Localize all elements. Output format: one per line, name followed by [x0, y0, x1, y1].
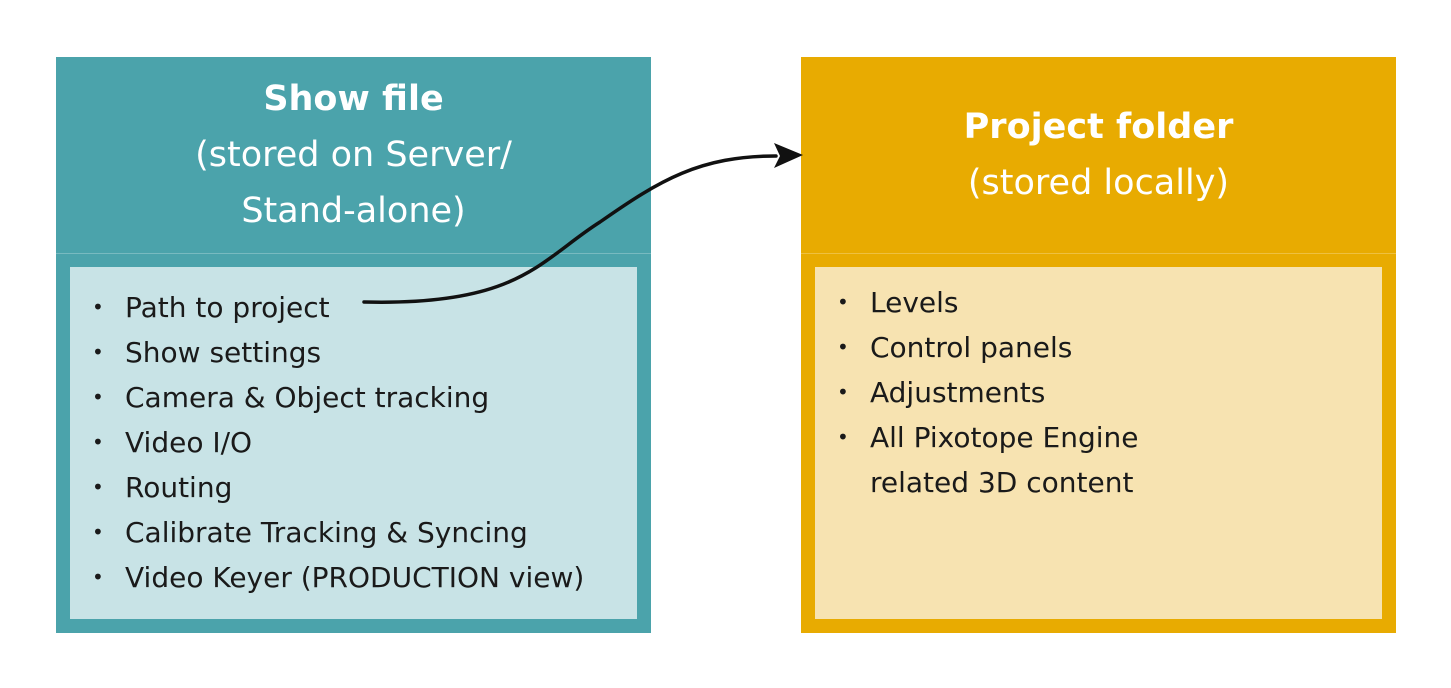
- show-file-item-show-settings: Show settings: [125, 336, 322, 369]
- show-file-item-video-keyer: Video Keyer (PRODUCTION view): [125, 561, 585, 594]
- show-file-title: Show file: [263, 79, 444, 119]
- bullet-icon: •: [837, 380, 849, 404]
- show-file-item: • Show settings: [70, 330, 637, 375]
- project-folder-item-levels: Levels: [870, 286, 959, 319]
- project-folder-divider: [801, 253, 1396, 254]
- show-file-item: • Routing: [70, 465, 637, 510]
- arrow-curve: [362, 154, 778, 304]
- show-file-item-calibrate: Calibrate Tracking & Syncing: [125, 516, 528, 549]
- project-folder-item: • Adjustments: [815, 370, 1382, 415]
- show-file-box: Show file (stored on Server/ Stand-alone…: [56, 57, 651, 633]
- project-folder-subtitle: (stored locally): [967, 163, 1230, 203]
- show-file-content-panel: • Path to project • Show settings • Camera …: [70, 267, 637, 619]
- show-file-item-tracking: Camera & Object tracking: [125, 381, 490, 414]
- show-file-item-video-io: Video I/O: [125, 426, 253, 459]
- project-folder-item-control-panels: Control panels: [870, 331, 1073, 364]
- show-file-item: • Calibrate Tracking & Syncing: [70, 510, 637, 555]
- project-folder-item: • All Pixotope Engine related 3D content: [815, 415, 1382, 505]
- project-folder-box: Project folder (stored locally) • Levels …: [801, 57, 1396, 633]
- show-file-item: • Video Keyer (PRODUCTION view): [70, 555, 637, 600]
- bullet-icon: •: [837, 290, 849, 314]
- show-file-item: • Video I/O: [70, 420, 637, 465]
- show-file-item-list: • Path to project • Show settings • Camera …: [70, 285, 637, 600]
- project-folder-item-adjustments: Adjustments: [870, 376, 1046, 409]
- project-folder-content-panel: • Levels • Control panels • Adjustments • Al…: [815, 267, 1382, 619]
- bullet-icon: •: [92, 295, 104, 319]
- bullet-icon: •: [92, 385, 104, 409]
- bullet-icon: •: [837, 335, 849, 359]
- bullet-icon: •: [92, 565, 104, 589]
- show-file-header: Show file (stored on Server/ Stand-alone…: [56, 57, 651, 253]
- show-file-item: • Path to project: [70, 285, 637, 330]
- project-folder-item: • Levels: [815, 280, 1382, 325]
- show-file-item-path-to-project: Path to project: [125, 291, 330, 324]
- bullet-icon: •: [92, 340, 104, 364]
- bullet-icon: •: [837, 425, 849, 449]
- show-file-item: • Camera & Object tracking: [70, 375, 637, 420]
- show-file-subtitle-line2: Stand-alone): [241, 191, 466, 231]
- project-folder-header: Project folder (stored locally): [801, 57, 1396, 253]
- project-folder-title: Project folder: [963, 107, 1234, 147]
- project-folder-item: • Control panels: [815, 325, 1382, 370]
- project-folder-item-3d-content: All Pixotope Engine related 3D content: [870, 421, 1139, 499]
- show-file-subtitle-line1: (stored on Server/: [195, 135, 512, 175]
- bullet-icon: •: [92, 475, 104, 499]
- show-file-divider: [56, 253, 651, 254]
- project-folder-item-list: • Levels • Control panels • Adjustments • Al…: [815, 280, 1382, 505]
- bullet-icon: •: [92, 430, 104, 454]
- show-file-item-routing: Routing: [125, 471, 233, 504]
- arrowhead-icon: [774, 143, 803, 168]
- bullet-icon: •: [92, 520, 104, 544]
